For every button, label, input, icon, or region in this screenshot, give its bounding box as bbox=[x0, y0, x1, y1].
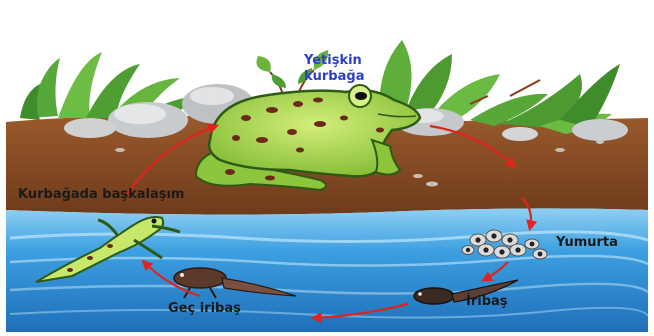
pond-water bbox=[6, 208, 648, 332]
label-metamorphosis: Kurbağada başkalaşım bbox=[18, 187, 184, 202]
label-adult-frog-line2: kurbağa bbox=[304, 69, 364, 84]
label-tadpole: İribaş bbox=[466, 293, 508, 309]
label-late-tadpole: Geç iribaş bbox=[168, 301, 241, 316]
label-adult-frog-line1: Yetişkin bbox=[303, 53, 362, 68]
label-eggs: Yumurta bbox=[555, 235, 618, 250]
